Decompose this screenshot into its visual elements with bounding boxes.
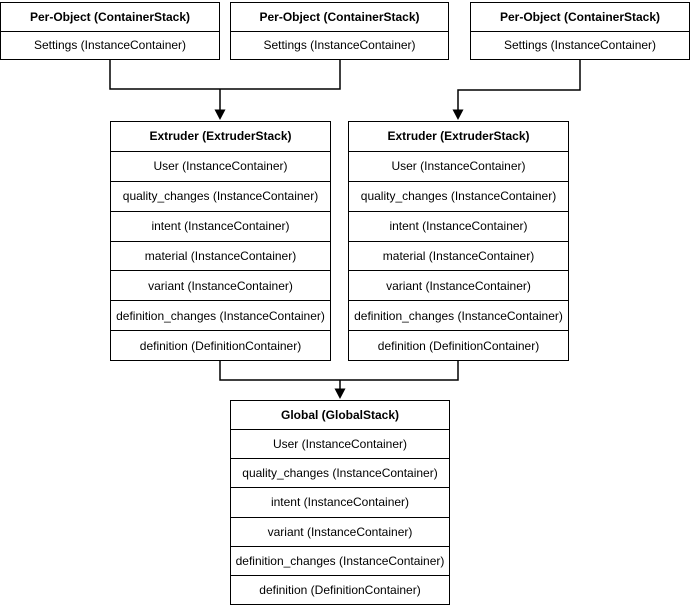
edge-extruder1-extruder2-join <box>219 361 459 381</box>
extruder-stack-2-row-variant: variant (InstanceContainer) <box>349 270 568 300</box>
edge-perobject1-perobject2-join <box>109 60 341 90</box>
extruder-stack-2: Extruder (ExtruderStack) User (InstanceC… <box>348 121 569 361</box>
per-object-stack-2-title: Per-Object (ContainerStack) <box>259 9 420 24</box>
extruder-stack-2-row-definition-changes: definition_changes (InstanceContainer) <box>349 300 568 330</box>
edge-perobject3-to-extruder2 <box>457 60 581 113</box>
extruder-stack-1-row-material: material (InstanceContainer) <box>111 240 330 271</box>
per-object-stack-3-row-settings: Settings (InstanceContainer) <box>471 30 689 60</box>
extruder-stack-1-row-definition: definition (DefinitionContainer) <box>111 330 330 360</box>
global-stack-row-intent: intent (InstanceContainer) <box>231 487 449 516</box>
per-object-stack-2: Per-Object (ContainerStack) Settings (In… <box>230 2 449 60</box>
extruder-stack-1-title: Extruder (ExtruderStack) <box>149 129 292 144</box>
arrowhead-global-icon <box>334 388 346 399</box>
arrowhead-extruder2-icon <box>452 109 464 120</box>
global-stack-row-user: User (InstanceContainer) <box>231 429 449 458</box>
extruder-stack-1-row-quality-changes: quality_changes (InstanceContainer) <box>111 180 330 211</box>
extruder-stack-1: Extruder (ExtruderStack) User (InstanceC… <box>110 121 331 361</box>
extruder-stack-2-row-user: User (InstanceContainer) <box>349 150 568 181</box>
extruder-stack-2-row-intent: intent (InstanceContainer) <box>349 210 568 241</box>
global-stack-row-definition-changes: definition_changes (InstanceContainer) <box>231 545 449 575</box>
extruder-stack-1-row-user: User (InstanceContainer) <box>111 150 330 181</box>
per-object-stack-3-title: Per-Object (ContainerStack) <box>499 9 661 24</box>
per-object-stack-3: Per-Object (ContainerStack) Settings (In… <box>470 2 690 60</box>
per-object-stack-1-row-settings: Settings (InstanceContainer) <box>1 30 219 60</box>
global-stack: Global (GlobalStack) User (InstanceConta… <box>230 400 450 605</box>
extruder-stack-2-row-material: material (InstanceContainer) <box>349 240 568 271</box>
extruder-stack-2-title: Extruder (ExtruderStack) <box>387 129 530 144</box>
extruder-stack-1-row-variant: variant (InstanceContainer) <box>111 270 330 300</box>
global-stack-title: Global (GlobalStack) <box>280 408 400 423</box>
per-object-stack-2-row-settings: Settings (InstanceContainer) <box>231 30 448 60</box>
global-stack-row-quality-changes: quality_changes (InstanceContainer) <box>231 458 449 487</box>
extruder-stack-2-row-definition: definition (DefinitionContainer) <box>349 330 568 360</box>
extruder-stack-2-row-quality-changes: quality_changes (InstanceContainer) <box>349 180 568 211</box>
extruder-stack-1-row-definition-changes: definition_changes (InstanceContainer) <box>111 300 330 330</box>
global-stack-row-variant: variant (InstanceContainer) <box>231 516 449 546</box>
per-object-stack-1-title: Per-Object (ContainerStack) <box>29 9 191 24</box>
global-stack-row-definition: definition (DefinitionContainer) <box>231 574 449 604</box>
per-object-stack-1: Per-Object (ContainerStack) Settings (In… <box>0 2 220 60</box>
extruder-stack-1-row-intent: intent (InstanceContainer) <box>111 210 330 241</box>
arrowhead-extruder1-icon <box>214 109 226 120</box>
